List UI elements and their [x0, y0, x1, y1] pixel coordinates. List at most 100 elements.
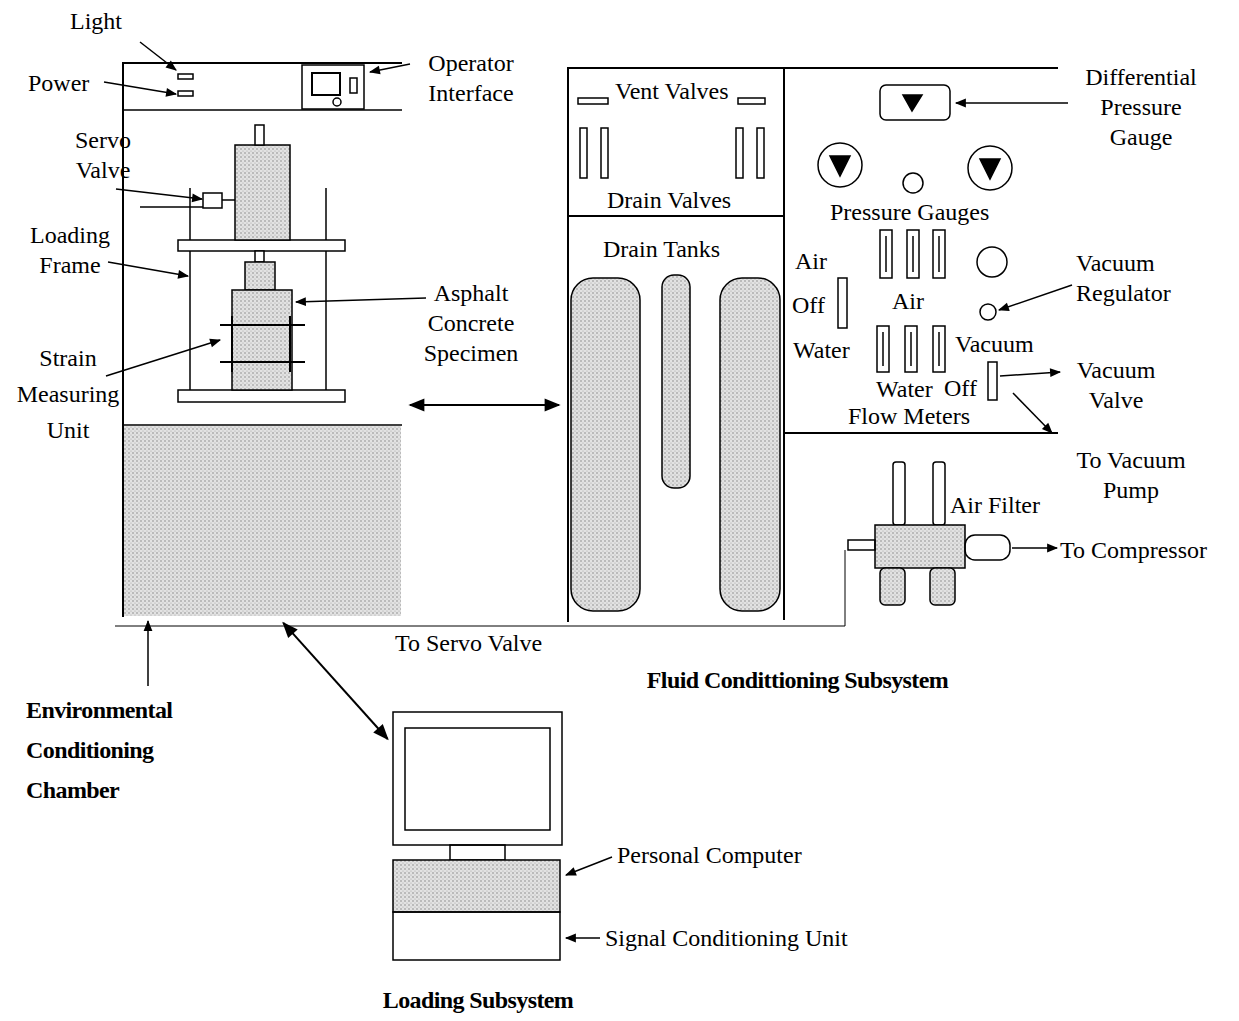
operator-interface — [302, 65, 364, 109]
drain-tank — [662, 275, 690, 488]
vent-valve — [738, 98, 765, 104]
tank-panel: Drain Tanks — [569, 217, 785, 620]
drain-valve — [601, 128, 608, 178]
callout-label: Asphalt Concrete Specimen — [410, 278, 532, 368]
flow-meter — [877, 230, 945, 372]
signal-unit-box — [393, 912, 560, 960]
leader-line — [104, 42, 1072, 938]
air-filter — [875, 525, 965, 568]
loading-frame — [189, 188, 191, 390]
servo-valve-symbol — [203, 193, 222, 208]
callout-label: Air Filter — [950, 490, 1040, 520]
callout-label: Vacuum Valve — [1066, 355, 1166, 415]
callout-label: Off — [944, 373, 977, 403]
pressure-gauge — [968, 146, 1012, 190]
callout-label: To Compressor — [1060, 535, 1207, 565]
loading-rod — [255, 251, 264, 262]
fluid-parts — [115, 85, 1058, 626]
loading-frame — [325, 188, 327, 390]
callout-label: Light — [70, 6, 122, 36]
servo-supply-line — [115, 626, 845, 627]
drain-valve — [580, 128, 587, 178]
callout-label: To Vacuum Pump — [1062, 445, 1200, 505]
loading-frame — [140, 125, 345, 402]
flow-meter — [880, 230, 892, 278]
callout-label: Flow Meters — [848, 403, 970, 429]
gauge-needle — [980, 159, 1000, 179]
subsystem-heading: Fluid Condittioning Subsystem — [552, 665, 1043, 695]
loading-frame — [178, 390, 345, 402]
panel-label: Vent Valves — [615, 76, 729, 106]
strain-unit — [220, 316, 305, 372]
fluid-parts — [785, 432, 1058, 434]
double-arrow-connector — [283, 623, 387, 739]
servo-hose — [140, 206, 203, 208]
subsystem-heading: Environmental Conditioning Chamber — [26, 690, 196, 810]
light-indicator — [178, 74, 193, 79]
load-cell — [245, 262, 275, 290]
callout-label: Differential Pressure Gauge — [1070, 62, 1212, 152]
callout-label: Signal Conditioning Unit — [605, 923, 848, 953]
loading-frame — [222, 199, 235, 201]
monitor-neck — [450, 845, 505, 860]
gauge-needle — [830, 156, 850, 176]
panel-label: Drain Valves — [607, 185, 731, 215]
air-filter — [880, 568, 905, 605]
leader-line — [108, 262, 188, 276]
air-filter — [933, 462, 945, 525]
flow-meter — [938, 332, 940, 366]
callout-label: Off — [792, 290, 825, 320]
subsystem-heading: Loading Subsystem — [333, 985, 623, 1015]
selector-switch — [838, 278, 847, 328]
callout-label: Air — [795, 246, 827, 276]
actuator-cylinder — [235, 145, 290, 240]
panel-label: Drain Tanks — [603, 234, 720, 264]
flow-meter — [912, 236, 914, 272]
strain-unit — [289, 316, 291, 372]
valve-panel: Vent ValvesDrain Valves — [569, 69, 785, 217]
computer — [393, 712, 562, 960]
leader-line — [999, 285, 1072, 310]
callout-label: Operator Interface — [412, 48, 530, 108]
operator-screen — [312, 73, 340, 95]
gauge-needle — [903, 95, 922, 111]
callout-label: Loading Frame — [18, 220, 122, 280]
air-filter — [848, 462, 1010, 605]
vacuum-gauge — [977, 247, 1007, 277]
air-filter — [930, 568, 955, 605]
pressure-gauge — [818, 143, 862, 187]
callout-label: Personal Computer — [617, 840, 802, 870]
callout-label: Power — [28, 68, 89, 98]
chamber-cabinet — [122, 424, 402, 426]
callout-label: Strain Measuring Unit — [6, 340, 130, 448]
chamber-box: Environmental Conditioning Chamber — [122, 62, 402, 617]
drain-valve — [757, 128, 764, 178]
vacuum-regulator-knob — [980, 304, 996, 320]
air-filter — [893, 462, 905, 525]
flow-meter — [905, 326, 917, 372]
callout-label: Vacuum — [955, 329, 1034, 359]
leader-line — [566, 857, 612, 875]
monitor — [393, 712, 562, 845]
operator-button — [350, 78, 357, 93]
double-arrow-connector — [410, 404, 559, 406]
leader-line — [147, 621, 149, 686]
strain-unit — [231, 316, 233, 372]
chamber-base — [123, 426, 401, 616]
leader-line — [116, 189, 202, 199]
computer-case — [393, 860, 560, 912]
servo-supply-line — [845, 550, 846, 626]
drain-valve — [736, 128, 743, 178]
leader-line — [1013, 393, 1052, 433]
drain-tank — [720, 278, 780, 611]
callout-label: Vacuum Regulator — [1076, 248, 1196, 308]
differential-gauge — [880, 85, 950, 120]
leader-line — [566, 937, 600, 939]
flow-meter — [910, 332, 912, 366]
servo-supply-line — [115, 550, 845, 626]
flow-meter — [885, 236, 887, 272]
flow-meter — [938, 236, 940, 272]
flow-meter — [933, 326, 945, 372]
leader-line — [956, 102, 1068, 104]
